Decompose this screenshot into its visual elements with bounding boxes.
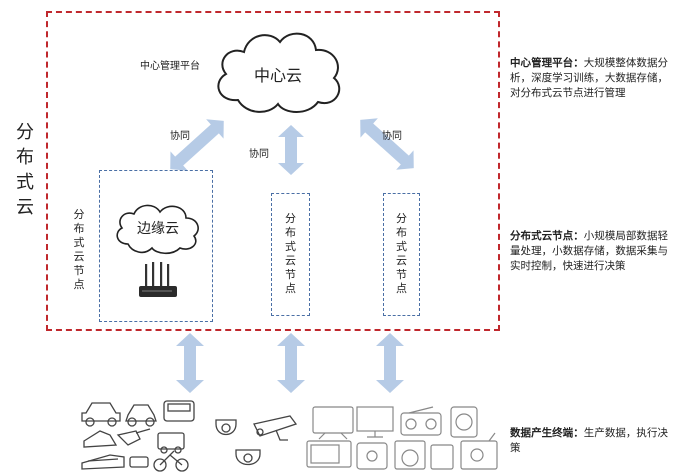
edge-cloud-label: 边缘云 (137, 221, 179, 237)
cloud-node-box-right: 分布式云节点 (383, 193, 420, 316)
distributed-cloud-title: 分布式云 (16, 122, 35, 218)
terminal-description-text: 生产数据，执行决策 (510, 427, 668, 454)
node-label-left: 分布式云节点 (73, 208, 85, 291)
collab-label-left: 协同 (170, 131, 190, 142)
cloud-node-box-middle: 分布式云节点 (271, 193, 310, 316)
edge-cloud-icon (116, 204, 199, 255)
center-platform-label: 中心管理平台 (140, 61, 200, 72)
center-platform-description: 中心管理平台：大规模整体数据分析，深度学习训练，大数据存储，对分布式云节点进行管… (510, 56, 668, 101)
collab-arrow-middle (278, 125, 304, 175)
center-cloud-icon (217, 32, 341, 113)
center-cloud-label: 中心云 (253, 66, 302, 85)
appliances-icon (306, 406, 498, 470)
distributed-cloud-frame (46, 11, 500, 331)
vehicles-icon (81, 400, 195, 472)
cloud-node-description-text: 小规模局部数据轻量处理，小数据存储，数据采集与实时控制，快速进行决策 (510, 230, 668, 272)
cloud-node-description: 分布式云节点：小规模局部数据轻量处理，小数据存储，数据采集与实时控制，快速进行决… (510, 229, 668, 274)
terminal-description-title: 数据产生终端： (510, 427, 584, 439)
terminal-arrow-middle (277, 333, 305, 393)
center-platform-description-title: 中心管理平台： (510, 57, 584, 69)
cameras-icon (215, 415, 298, 466)
collab-arrow-left (170, 119, 224, 171)
collab-label-middle: 协同 (249, 149, 269, 160)
center-platform-description-text: 大规模整体数据分析，深度学习训练，大数据存储，对分布式云节点进行管理 (510, 57, 668, 99)
node-label-right: 分布式云节点 (396, 212, 407, 295)
router-icon (139, 262, 177, 297)
collab-label-right: 协同 (382, 131, 402, 142)
node-label-middle: 分布式云节点 (285, 212, 296, 295)
edge-node-box (99, 170, 213, 322)
terminal-description: 数据产生终端：生产数据，执行决策 (510, 426, 668, 456)
terminal-arrow-right (376, 333, 404, 393)
collab-arrow-right (360, 118, 414, 170)
cloud-node-description-title: 分布式云节点： (510, 230, 584, 242)
terminal-arrow-left (176, 333, 204, 393)
